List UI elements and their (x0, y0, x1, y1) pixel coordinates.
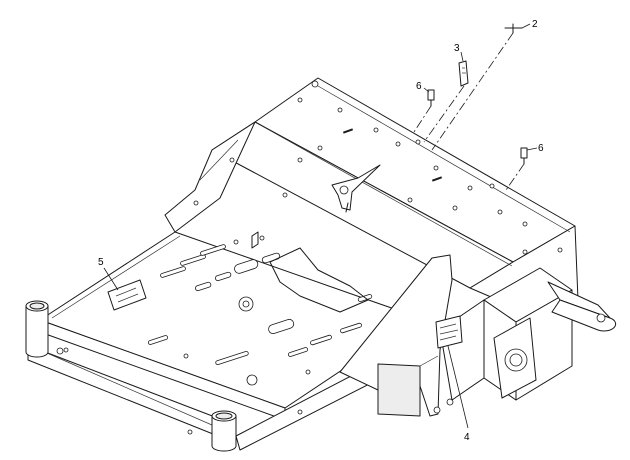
decal-4 (435, 315, 463, 349)
callout-6-left: 6 (416, 81, 422, 92)
left-side-wall (164, 121, 256, 233)
callout-5: 5 (98, 257, 104, 268)
right-side-plate (339, 254, 454, 417)
right-front-post (211, 410, 237, 452)
hitch-assembly (439, 267, 617, 401)
left-front-post (25, 300, 49, 358)
floor-pan (39, 231, 421, 435)
callout-2: 2 (532, 19, 538, 30)
floor-slots (147, 244, 373, 366)
center-bracket (331, 164, 381, 213)
exploded-part-2 (431, 23, 531, 151)
exploded-part-6-left (413, 87, 435, 133)
leader-4 (447, 345, 469, 429)
leader-5 (103, 267, 119, 291)
callout-6-right: 6 (538, 143, 544, 154)
decal-5 (107, 279, 147, 311)
callout-4: 4 (464, 432, 470, 443)
exploded-part-3 (423, 51, 469, 143)
exploded-part-6-right (505, 147, 538, 191)
callout-3: 3 (454, 43, 460, 54)
top-mounting-holes (282, 80, 563, 255)
